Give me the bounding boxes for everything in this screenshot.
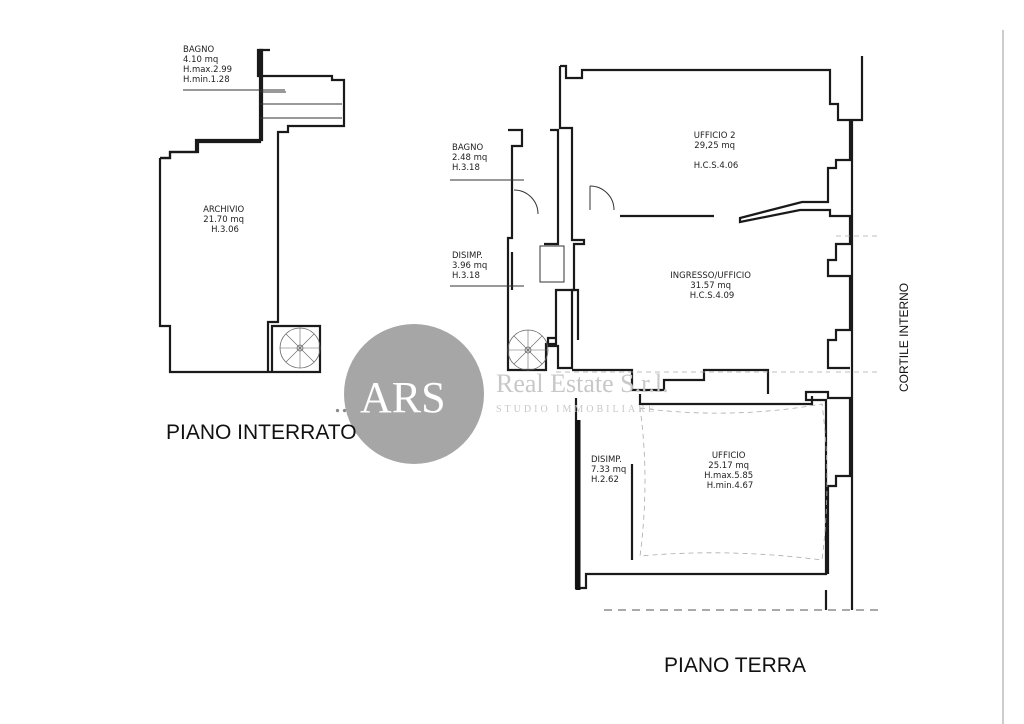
- disimp-step: [539, 245, 565, 283]
- vault-dashed-outline: [639, 403, 828, 561]
- basement-title: PIANO INTERRATO: [166, 421, 357, 444]
- door-arc-1: [589, 185, 615, 211]
- watermark-circle: [344, 324, 484, 464]
- bagno-interrato-label: BAGNO 4.10 mq H.max.2.99 H.min.1.28: [183, 45, 235, 85]
- spiral-stair-ground: [507, 329, 549, 371]
- door-arc-2: [513, 189, 539, 215]
- ground-plan: [450, 56, 880, 611]
- watermark-tagline: STUDIO IMMOBILIARE: [496, 404, 657, 415]
- basement-plan: [158, 48, 346, 374]
- archivio-label: ARCHIVIO 21.70 mq H.3.06: [203, 205, 247, 235]
- disimp-1-label: DISIMP. 3.96 mq H.3.18: [452, 251, 490, 281]
- bagno-disimp-wall: [506, 128, 580, 372]
- watermark-company: Real Estate S.r.l.: [496, 369, 669, 398]
- ufficio-top-wall: [638, 394, 814, 406]
- basement-outer-wall: [158, 48, 346, 374]
- bagno-inner-wall: [544, 128, 560, 246]
- bagno-terra-label: BAGNO 2.48 mq H.3.18: [452, 143, 490, 173]
- ufficio-label: UFFICIO 25.17 mq H.max.5.85 H.min.4.67: [704, 451, 756, 491]
- ingresso-bottom-wall: [572, 368, 770, 394]
- watermark: ARS .. Real Estate S.r.l. STUDIO IMMOBIL…: [334, 324, 669, 464]
- spiral-stair-basement: [279, 327, 321, 369]
- ufficio-2-label: UFFICIO 2 29,25 mq H.C.S.4.06: [694, 131, 739, 171]
- ground-title: PIANO TERRA: [664, 654, 806, 677]
- courtyard-right-wall: [850, 56, 864, 610]
- disimp-2-label: DISIMP. 7.33 mq H.2.62: [591, 455, 629, 485]
- lower-block-wall: [574, 390, 852, 590]
- room-labels: BAGNO 4.10 mq H.max.2.99 H.min.1.28 ARCH…: [183, 45, 756, 491]
- ingresso-label: INGRESSO/UFFICIO 31.57 mq H.C.S.4.09: [670, 271, 753, 301]
- watermark-dots: ..: [334, 388, 348, 419]
- watermark-brand: ARS: [360, 373, 446, 422]
- ground-outer-wall-top: [560, 64, 852, 370]
- courtyard-label: CORTILE INTERNO: [897, 283, 911, 392]
- archivio-wall: [160, 48, 270, 160]
